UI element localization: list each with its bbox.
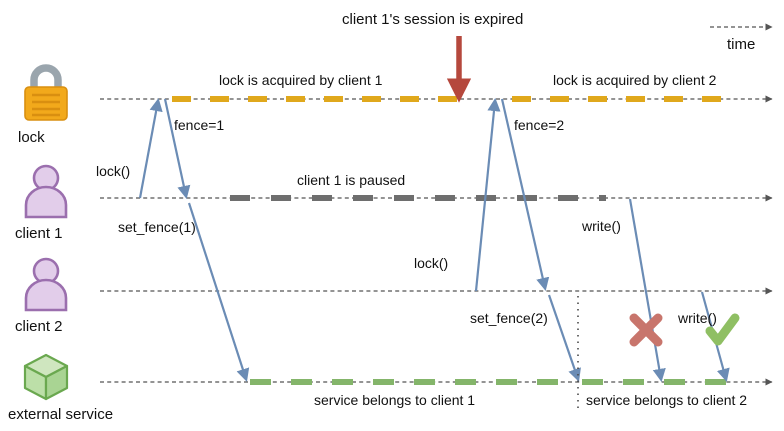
lane-label-client1: client 1 bbox=[15, 225, 63, 242]
message-label-fence-1: fence=1 bbox=[174, 117, 225, 133]
message-label-write-client2: write() bbox=[678, 310, 717, 326]
person-icon-client1 bbox=[24, 164, 68, 219]
message-label-set-fence-2: set_fence(2) bbox=[470, 310, 548, 326]
state-label-client1-paused: client 1 is paused bbox=[297, 172, 406, 188]
message-arrow-write-client1 bbox=[628, 198, 666, 383]
message-arrow-lock-call-1 bbox=[138, 97, 163, 199]
message-arrow-set-fence-1 bbox=[187, 202, 250, 382]
message-label-set-fence-1: set_fence(1) bbox=[118, 219, 196, 235]
message-label-lock-call-2: lock() bbox=[414, 255, 449, 271]
box-icon bbox=[23, 353, 69, 401]
session-expired-note: client 1's session is expired bbox=[342, 11, 524, 28]
state-label-lock-held-client1: lock is acquired by client 1 bbox=[219, 72, 383, 88]
message-label-lock-call-1: lock() bbox=[96, 163, 131, 179]
state-label-service-client2: service belongs to client 2 bbox=[586, 392, 748, 408]
message-label-write-client1: write() bbox=[582, 218, 621, 234]
padlock-icon bbox=[24, 64, 68, 121]
message-arrow-fence-1 bbox=[163, 98, 191, 200]
message-arrow-fence-2 bbox=[500, 98, 550, 292]
message-label-fence-2: fence=2 bbox=[514, 117, 565, 133]
lane-label-external-service: external service bbox=[8, 406, 114, 423]
write-accepted-check-icon bbox=[705, 313, 740, 346]
state-label-lock-held-client2: lock is acquired by client 2 bbox=[553, 72, 717, 88]
write-rejected-x-icon bbox=[629, 313, 663, 347]
message-arrow-lock-call-2 bbox=[474, 97, 501, 292]
time-axis-label: time bbox=[727, 36, 756, 53]
lane-label-lock: lock bbox=[18, 129, 45, 146]
person-icon-client2 bbox=[24, 257, 68, 312]
lane-label-client2: client 2 bbox=[15, 318, 63, 335]
message-arrow-set-fence-2 bbox=[547, 294, 581, 382]
state-label-service-client1: service belongs to client 1 bbox=[314, 392, 476, 408]
